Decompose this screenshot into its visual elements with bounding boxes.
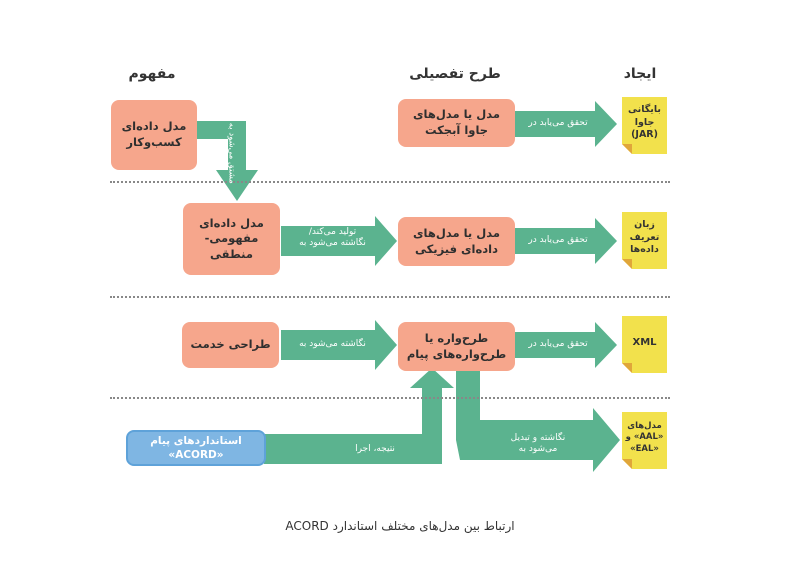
label-mapped-to: نگاشته می‌شود به <box>299 339 366 349</box>
label-generates-maps: تولید می‌کند/ نگاشته می‌شود به <box>299 227 366 249</box>
physical-data-models-box: مدل یا مدل‌های داده‌ای فیزیکی <box>398 217 515 266</box>
ddl-note-shape <box>622 212 667 269</box>
ddl-output: زبان تعریف داده‌ها <box>629 219 660 256</box>
divider-3 <box>110 397 670 399</box>
arrow-mapped-converted <box>456 370 620 472</box>
aal-eal-note-shape <box>622 412 667 469</box>
label-realized-in-3: تحقق می‌یابد در <box>528 339 588 349</box>
label-mapped-converted: نگاشته و تبدیل می‌شود به <box>510 433 566 455</box>
arrow-realized-in-1 <box>515 101 617 147</box>
divider-1 <box>110 181 670 183</box>
header-concept: مفهوم <box>128 66 176 82</box>
header-creation: ایجاد <box>623 66 657 82</box>
service-design-box: طراحی خدمت <box>182 322 279 368</box>
arrow-mapped-to <box>281 320 397 370</box>
conceptual-logical-model-box: مدل داده‌ای مفهومی- منطقی <box>183 203 280 275</box>
divider-2 <box>110 296 670 298</box>
label-derived-from: مشتق می‌شود به <box>226 122 237 184</box>
jar-output: بایگانی جاوا (JAR) <box>628 104 661 141</box>
arrow-generates-maps <box>281 216 397 266</box>
figure-caption: ارتباط بین مدل‌های مختلف استاندارد ACORD <box>285 519 515 533</box>
jar-note-shape <box>622 97 667 154</box>
label-realized-in-1: تحقق می‌یابد در <box>528 118 588 128</box>
message-schemas-box: طرح‌واره یا طرح‌واره‌های پیام <box>398 322 515 371</box>
java-object-models-box: مدل یا مدل‌های جاوا آبجکت <box>398 99 515 147</box>
header-detailed-design: طرح تفصیلی <box>409 66 501 82</box>
business-data-model-box: مدل داده‌ای کسب‌وکار <box>111 100 197 170</box>
arrow-realized-in-2 <box>515 218 617 264</box>
arrow-result-executed <box>264 368 454 464</box>
xml-output: XML <box>632 336 657 348</box>
arrow-realized-in-3 <box>515 322 617 368</box>
xml-note-shape <box>622 316 667 373</box>
label-realized-in-2: تحقق می‌یابد در <box>528 235 588 245</box>
aal-eal-output: مدل‌های «AAL» و «EAL» <box>625 421 664 454</box>
label-result-executed: نتیجه، اجرا <box>355 444 395 454</box>
acord-message-standards-box: استانداردهای پیام «ACORD» <box>126 430 266 466</box>
